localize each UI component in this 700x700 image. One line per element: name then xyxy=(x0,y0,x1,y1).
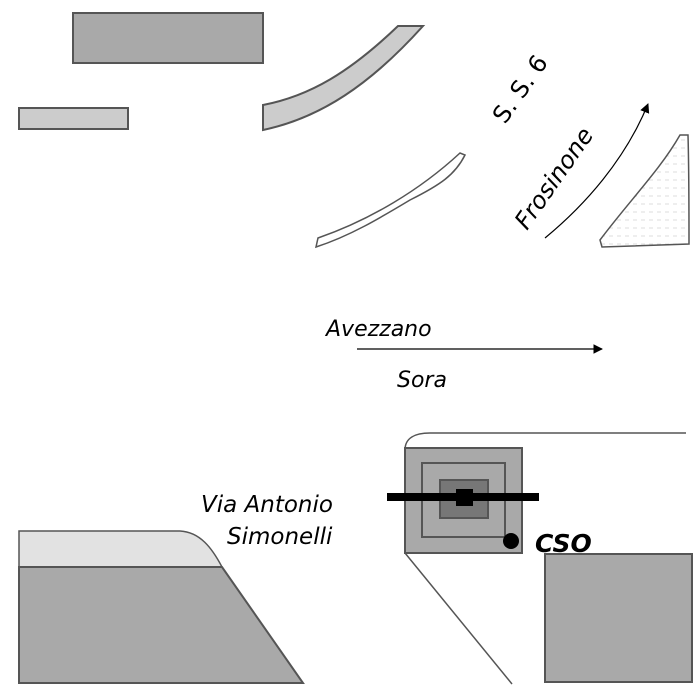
building-block-bottom-left-top xyxy=(18,530,224,568)
road-edge-diagonal xyxy=(404,552,513,685)
sora-label: Sora xyxy=(397,368,447,393)
road-number-label: S. S. 6 xyxy=(487,50,554,129)
road-curve-middle xyxy=(314,152,467,249)
building-block-bottom-right xyxy=(544,553,693,683)
avezzano-label: Avezzano xyxy=(324,317,432,342)
building-block-left xyxy=(18,107,129,130)
street-label-line1: Via Antonio xyxy=(201,492,333,518)
road-outline-lower xyxy=(404,432,686,451)
traffic-island xyxy=(599,134,690,248)
station-square-icon xyxy=(456,489,473,506)
road-curve-upper xyxy=(262,25,426,132)
building-block-top xyxy=(72,12,264,64)
frosinone-arrow xyxy=(544,103,650,239)
cso-marker-icon xyxy=(503,533,519,549)
frosinone-label: Frosinone xyxy=(509,122,599,234)
building-block-bottom-left xyxy=(18,566,305,684)
street-label-line2: Simonelli xyxy=(227,524,333,550)
